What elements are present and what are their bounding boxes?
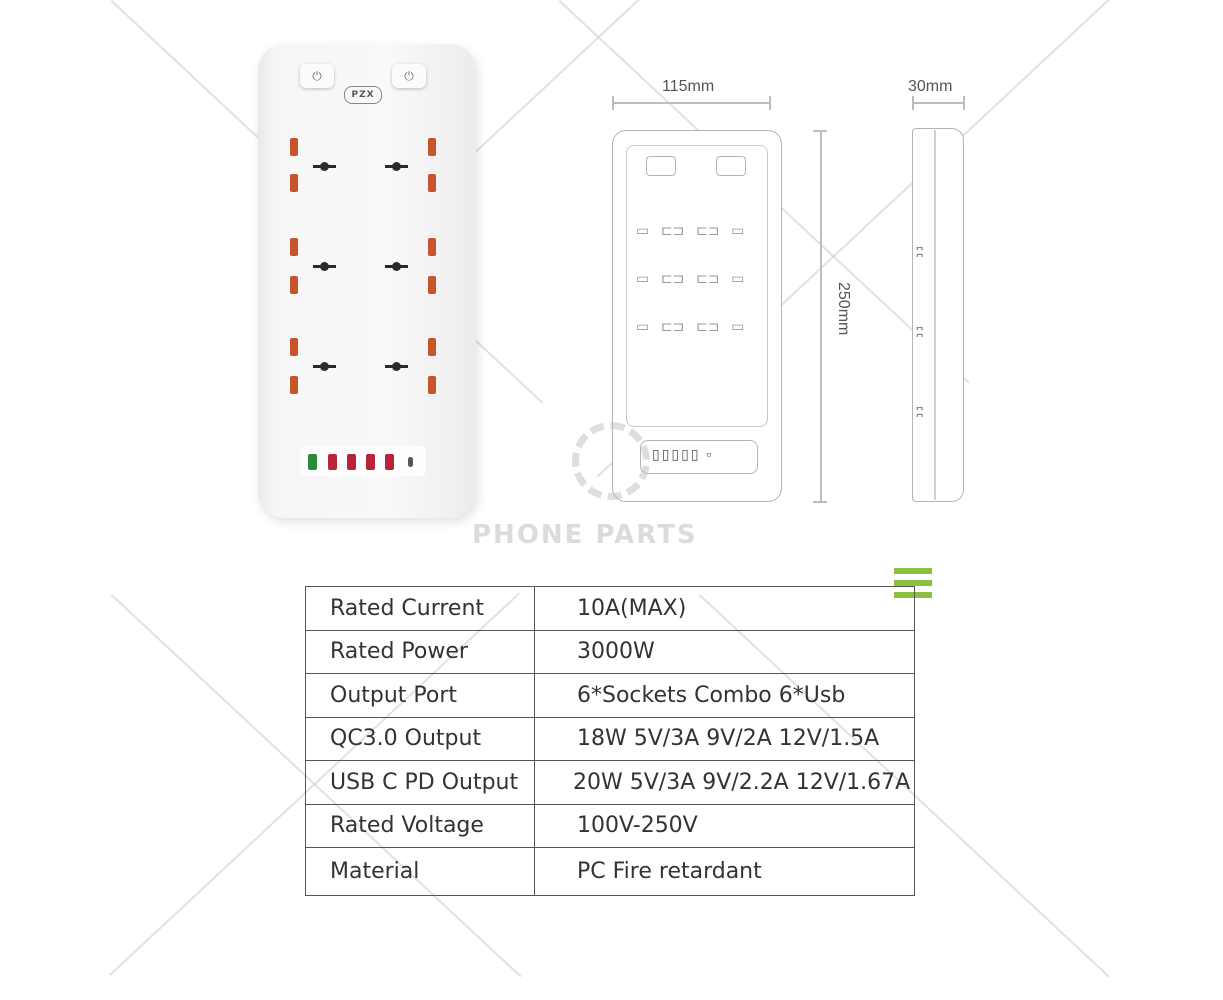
brand-logo: PZX <box>344 86 382 104</box>
spec-label: Output Port <box>305 673 535 718</box>
usb-port-icon <box>366 454 375 470</box>
watermark-text: PHONE PARTS <box>472 520 698 550</box>
depth-label: 30mm <box>908 78 953 95</box>
socket-icon <box>313 362 336 371</box>
spec-label: Rated Power <box>305 629 535 674</box>
usb-port-icon <box>328 454 337 470</box>
socket-icon <box>385 162 408 171</box>
usb-port-icon <box>385 454 394 470</box>
side-outline <box>912 128 964 502</box>
power-button-left-icon: ⏻ <box>300 64 334 88</box>
spec-label: Rated Voltage <box>305 803 535 848</box>
spec-label: Material <box>305 847 535 896</box>
table-row: Output Port 6*Sockets Combo 6*Usb <box>305 673 915 718</box>
spec-value: PC Fire retardant <box>534 847 915 896</box>
spec-value: 3000W <box>534 629 915 674</box>
socket-icon <box>313 162 336 171</box>
table-row: USB C PD Output 20W 5V/3A 9V/2.2A 12V/1.… <box>305 760 915 805</box>
socket-icon <box>313 262 336 271</box>
table-row: Material PC Fire retardant <box>305 847 915 896</box>
table-row: QC3.0 Output 18W 5V/3A 9V/2A 12V/1.5A <box>305 716 915 761</box>
spec-value: 10A(MAX) <box>534 586 915 631</box>
spec-label: USB C PD Output <box>305 760 535 805</box>
usb-port-bar <box>300 446 426 476</box>
usb-c-port-icon <box>408 457 413 467</box>
height-label: 250mm <box>835 282 852 336</box>
spec-table: Rated Current 10A(MAX) Rated Power 3000W… <box>305 586 915 896</box>
table-row: Rated Voltage 100V-250V <box>305 803 915 848</box>
socket-icon <box>385 362 408 371</box>
table-row: Rated Power 3000W <box>305 629 915 674</box>
usb-port-icon <box>347 454 356 470</box>
socket-panel <box>268 126 464 426</box>
usb-outline-icon: ▯▯▯▯▯ ▫ <box>652 446 714 462</box>
spec-value: 6*Sockets Combo 6*Usb <box>534 673 915 718</box>
socket-icon <box>385 262 408 271</box>
table-row: Rated Current 10A(MAX) <box>305 586 915 631</box>
usb-qc-port-icon <box>308 454 317 470</box>
width-label: 115mm <box>662 78 715 95</box>
spec-label: Rated Current <box>305 586 535 631</box>
socket-outline-icons: ▭ ⊏⊐ ⊏⊐ ▭ ▭ ⊏⊐ ⊏⊐ ▭ ▭ ⊏⊐ ⊏⊐ ▭ <box>636 222 745 334</box>
spec-value: 20W 5V/3A 9V/2.2A 12V/1.67A <box>534 760 915 805</box>
power-strip-photo: ⏻ ⏻ PZX <box>258 44 476 518</box>
power-button-right-icon: ⏻ <box>392 64 426 88</box>
spec-value: 18W 5V/3A 9V/2A 12V/1.5A <box>534 716 915 761</box>
spec-label: QC3.0 Output <box>305 716 535 761</box>
watermark-gear-icon <box>572 422 650 500</box>
spec-value: 100V-250V <box>534 803 915 848</box>
